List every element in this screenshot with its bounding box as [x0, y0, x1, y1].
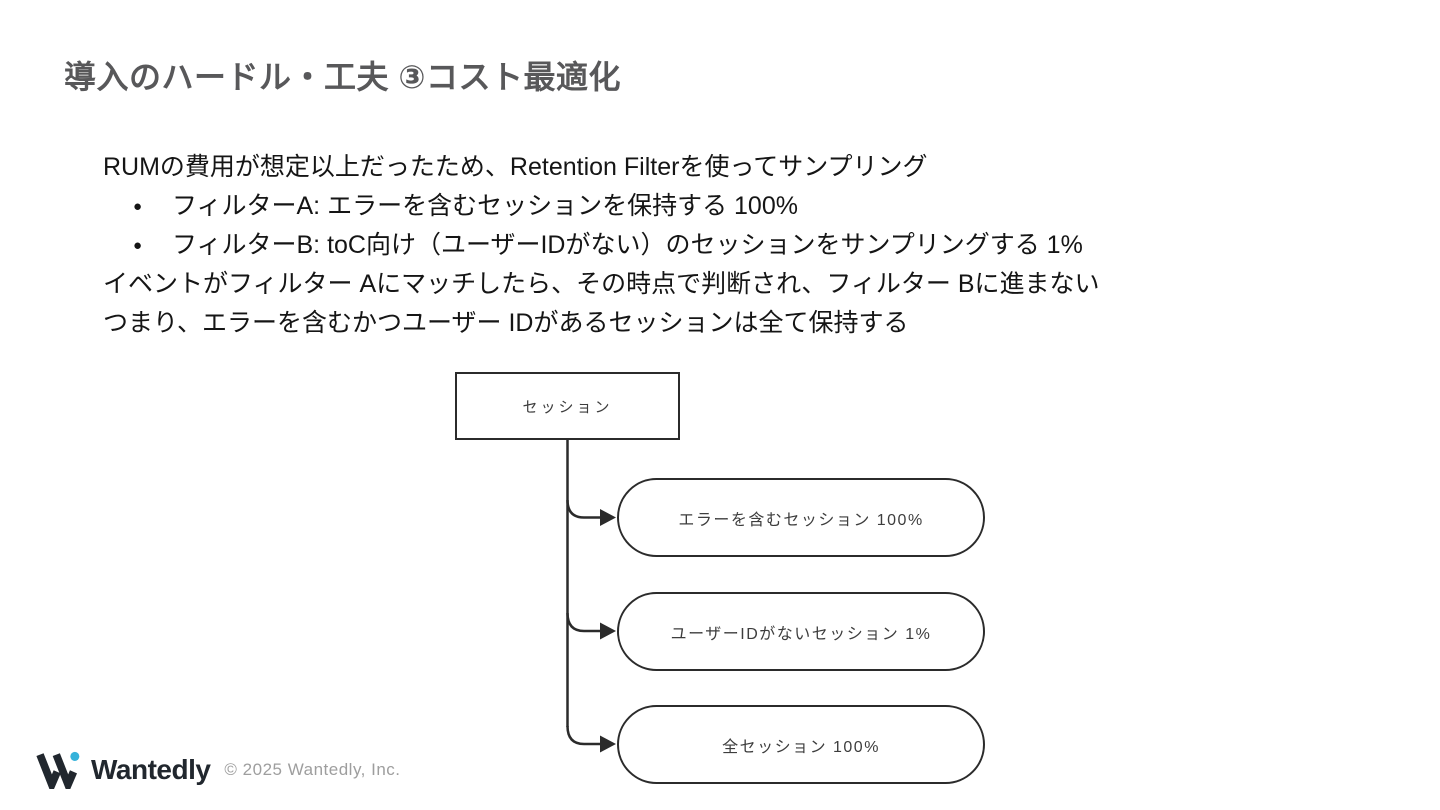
body-note-line: つまり、エラーを含むかつユーザー IDがあるセッションは全て保持する	[103, 309, 909, 337]
flow-node-label: ユーザーIDがないセッション 1%	[670, 625, 932, 643]
arrowhead-icon	[600, 509, 616, 526]
copyright-text: © 2025 Wantedly, Inc.	[224, 760, 401, 779]
wantedly-wordmark: Wantedly	[91, 754, 211, 785]
flow-node-all-sessions: 全セッション 100%	[617, 705, 985, 784]
connector-branch-1	[566, 499, 602, 519]
flow-node-no-userid-sessions: ユーザーIDがないセッション 1%	[617, 592, 985, 671]
bullet-icon: ●	[133, 198, 143, 215]
flow-node-label: セッション	[522, 398, 613, 416]
flow-node-session: セッション	[455, 372, 680, 440]
body-intro-line: RUMの費用が想定以上だったため、Retention Filterを使ってサンプ…	[103, 153, 928, 181]
flow-node-label: 全セッション 100%	[722, 738, 880, 756]
flow-node-error-sessions: エラーを含むセッション 100%	[617, 478, 985, 557]
bullet-icon: ●	[133, 237, 143, 254]
body-note-line: イベントがフィルター Aにマッチしたら、その時点で判断され、フィルター Bに進ま…	[103, 270, 1100, 298]
flow-node-label: エラーを含むセッション 100%	[678, 511, 924, 529]
footer: Wantedly © 2025 Wantedly, Inc.	[36, 749, 401, 791]
bullet-item-label: フィルターB: toC向け（ユーザーIDがない）のセッションをサンプリングする …	[172, 231, 1083, 259]
bullet-item-filter-a: ● フィルターA: エラーを含むセッションを保持する 100%	[103, 187, 1100, 226]
wantedly-logo-icon	[36, 751, 80, 789]
body-text-block: RUMの費用が想定以上だったため、Retention Filterを使ってサンプ…	[103, 148, 1100, 343]
bullet-item-label: フィルターA: エラーを含むセッションを保持する 100%	[172, 192, 798, 220]
arrowhead-icon	[600, 735, 616, 753]
bullet-item-filter-b: ● フィルターB: toC向け（ユーザーIDがない）のセッションをサンプリングす…	[103, 226, 1100, 265]
slide-title: 導入のハードル・工夫 ③コスト最適化	[64, 59, 621, 95]
connector-branch-3	[566, 725, 602, 746]
arrowhead-icon	[600, 622, 616, 640]
connector-branch-2	[566, 612, 602, 633]
